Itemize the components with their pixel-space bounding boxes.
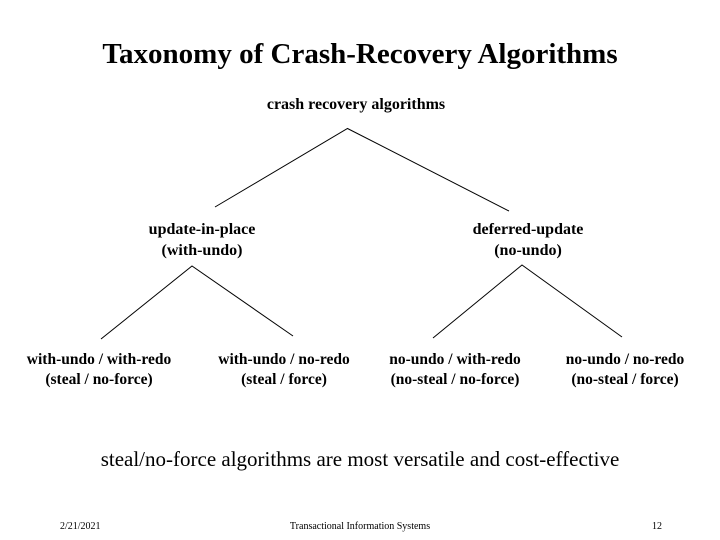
tree-node-label-line1: update-in-place (148, 221, 256, 238)
root-edges (214, 127, 510, 212)
tree-leaf-label-line2: (steal / force) (241, 371, 327, 388)
left-subtree-edges (100, 265, 294, 340)
tree-leaf-label-line1: no-undo / no-redo (565, 351, 685, 368)
conclusion-statement: steal/no-force algorithms are most versa… (100, 447, 620, 471)
tree-node-label-line1: deferred-update (472, 221, 584, 238)
tree-leaf-no-undo-no-redo: no-undo / no-redo (no-steal / force) (566, 350, 685, 390)
right-subtree-edges (432, 264, 623, 339)
tree-node-update-in-place: update-in-place (with-undo) (149, 219, 256, 261)
footer-course-title: Transactional Information Systems (289, 521, 431, 532)
slide-title: Taxonomy of Crash-Recovery Algorithms (102, 38, 618, 71)
tree-node-root: crash recovery algorithms (267, 96, 445, 114)
tree-leaf-label-line2: (no-steal / no-force) (390, 371, 520, 388)
tree-node-deferred-update: deferred-update (no-undo) (473, 219, 584, 261)
tree-leaf-label-line2: (steal / no-force) (45, 371, 153, 388)
tree-leaf-with-undo-with-redo: with-undo / with-redo (steal / no-force) (27, 350, 171, 390)
tree-leaf-label-line1: with-undo / no-redo (218, 351, 350, 368)
tree-node-label-line2: (with-undo) (161, 242, 243, 259)
footer-date: 2/21/2021 (60, 521, 101, 532)
tree-leaf-with-undo-no-redo: with-undo / no-redo (steal / force) (218, 350, 350, 390)
tree-leaf-label-line2: (no-steal / force) (571, 371, 679, 388)
tree-leaf-label-line1: with-undo / with-redo (26, 351, 172, 368)
tree-node-root-label: crash recovery algorithms (266, 96, 446, 113)
tree-leaf-label-line1: no-undo / with-redo (389, 351, 521, 368)
footer-page-number: 12 (652, 521, 662, 532)
tree-leaf-no-undo-with-redo: no-undo / with-redo (no-steal / no-force… (389, 350, 521, 390)
tree-node-label-line2: (no-undo) (494, 242, 562, 259)
